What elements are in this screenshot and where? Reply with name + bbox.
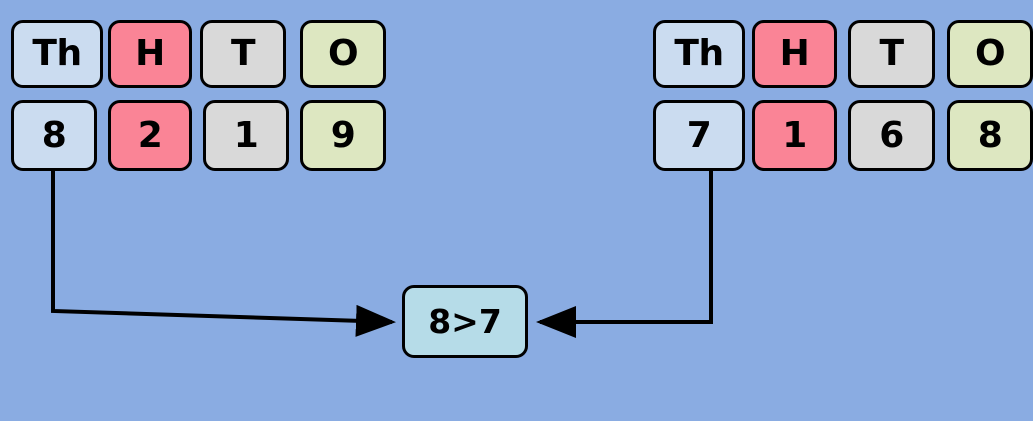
left-digit-ones: 9 [300, 100, 386, 171]
left-header-ones: O [300, 20, 386, 88]
right-digit-ones: 8 [947, 100, 1033, 171]
left-digit-hundreds: 2 [108, 100, 192, 171]
right-header-hundreds: H [752, 20, 837, 88]
right-digit-hundreds: 1 [752, 100, 837, 171]
comparison-result-box: 8>7 [402, 285, 528, 358]
left-header-thousands: Th [11, 20, 103, 88]
right-header-ones: O [947, 20, 1033, 88]
left-digit-thousands: 8 [11, 100, 97, 171]
left-header-tens: T [200, 20, 286, 88]
right-digit-tens: 6 [848, 100, 935, 171]
left-digit-tens: 1 [203, 100, 289, 171]
left-connector-arrow [51, 171, 396, 337]
left-header-hundreds: H [108, 20, 192, 88]
right-header-thousands: Th [653, 20, 745, 88]
right-connector-arrow [536, 171, 713, 338]
right-header-tens: T [848, 20, 935, 88]
right-digit-thousands: 7 [653, 100, 745, 171]
